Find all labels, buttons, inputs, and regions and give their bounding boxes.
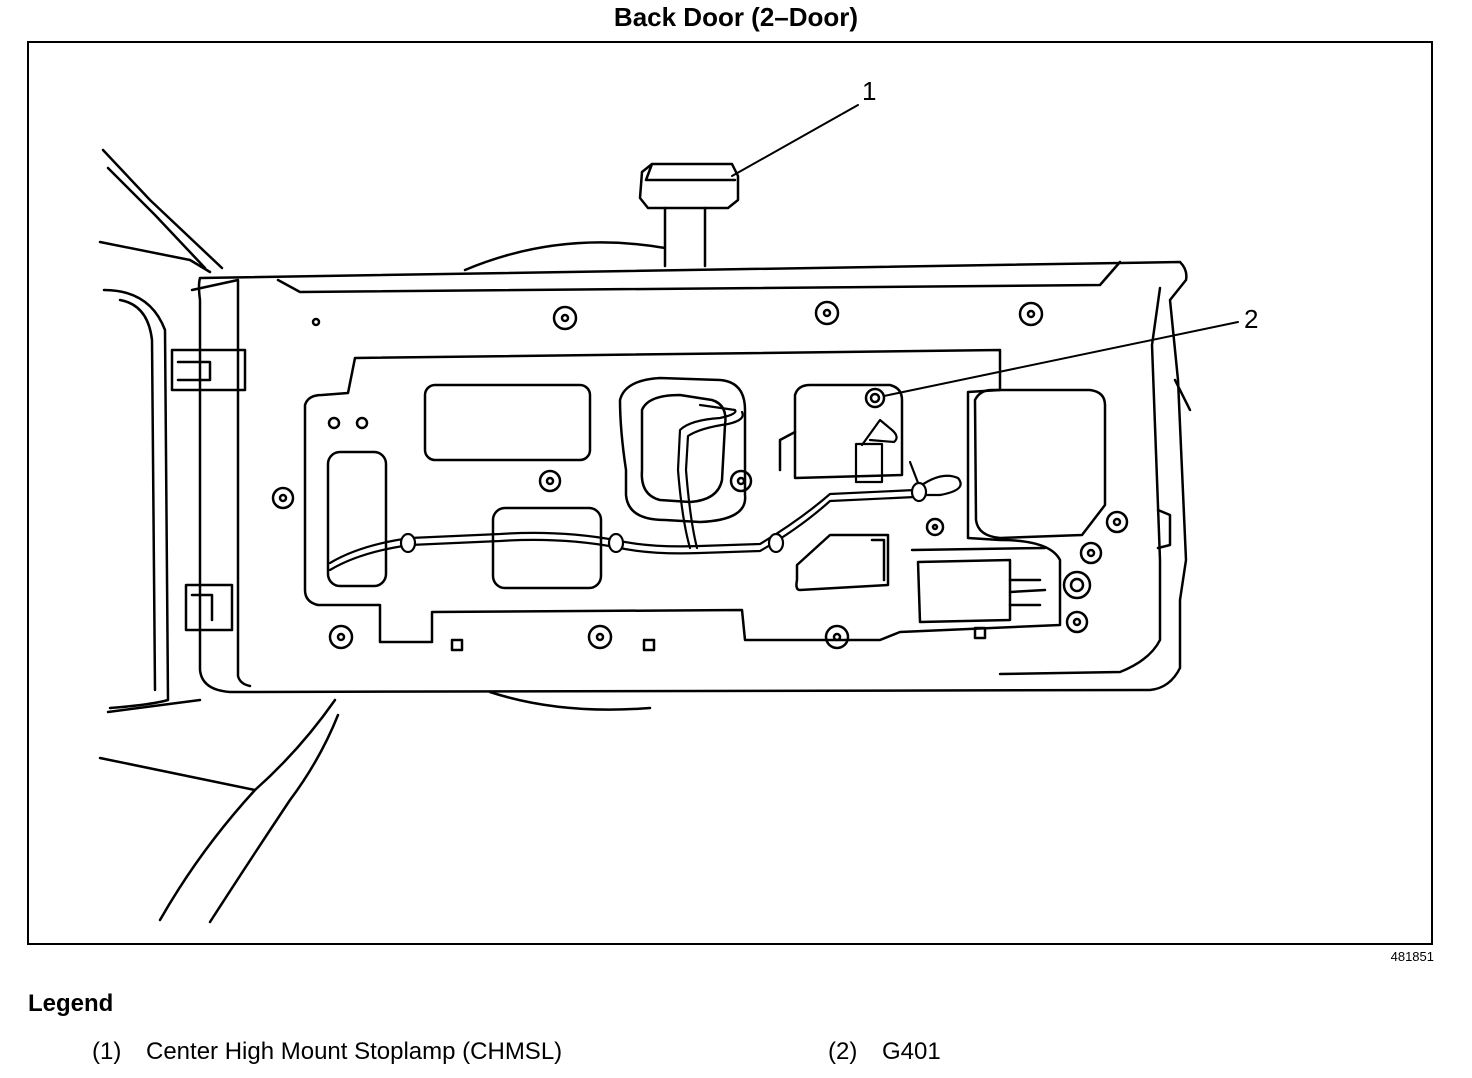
door-inner-panel bbox=[303, 348, 1062, 644]
legend-item-label: G401 bbox=[882, 1038, 941, 1065]
vehicle-body-lower bbox=[98, 698, 340, 924]
g401-ground bbox=[864, 387, 886, 409]
legend-item-label: Center High Mount Stoplamp (CHMSL) bbox=[146, 1038, 563, 1065]
figure-id: 481851 bbox=[1390, 949, 1434, 964]
access-holes bbox=[311, 317, 1107, 652]
spare-tire-bottom bbox=[488, 690, 652, 711]
legend-item-number: (1) bbox=[92, 1038, 122, 1065]
vehicle-body-left bbox=[98, 148, 247, 710]
wiring-harness bbox=[328, 403, 962, 572]
leader-line-2 bbox=[883, 321, 1239, 397]
leader-line-1 bbox=[731, 104, 859, 177]
diagram-title: Back Door (2–Door) bbox=[613, 2, 859, 32]
legend-title: Legend bbox=[28, 990, 114, 1017]
callout-2: 2 bbox=[1244, 304, 1258, 334]
legend-item-2: (2) G401 bbox=[828, 1038, 941, 1066]
spare-tire-top bbox=[463, 241, 667, 272]
callout-1: 1 bbox=[862, 76, 876, 106]
diagram-frame bbox=[27, 41, 1433, 945]
chmsl-stoplamp bbox=[638, 162, 740, 268]
legend-item-number: (2) bbox=[828, 1038, 858, 1065]
legend-item-1: (1) Center High Mount Stoplamp (CHMSL) bbox=[92, 1038, 562, 1066]
door-outer-panel bbox=[190, 260, 1192, 694]
fastener-rings bbox=[271, 300, 1129, 650]
